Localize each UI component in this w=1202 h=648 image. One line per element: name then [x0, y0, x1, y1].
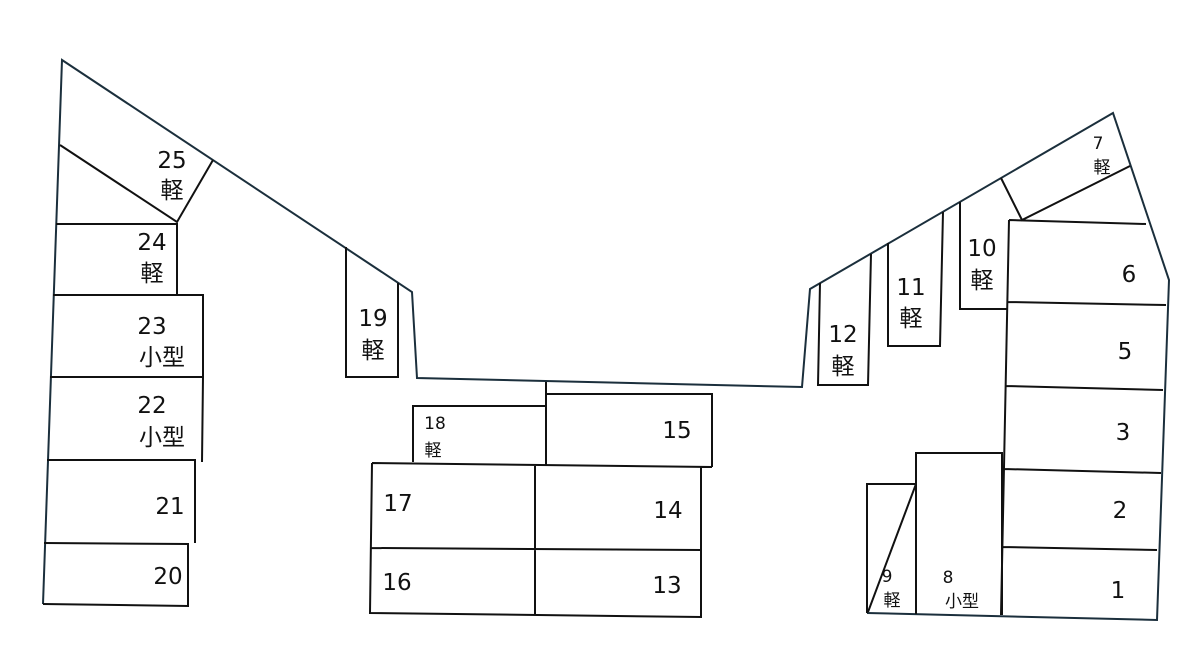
- left-stalls: [42, 144, 399, 608]
- stall-24-lines: [56, 223, 178, 295]
- stall-15-lines: [545, 382, 713, 467]
- stall-22-number: 22: [137, 393, 166, 419]
- stall-25-lines: [59, 144, 214, 224]
- stall-6-number: 6: [1122, 262, 1137, 288]
- stall-15-number: 15: [662, 418, 691, 444]
- stall-25-type: 軽: [161, 178, 184, 204]
- stall-18-type: 軽: [425, 441, 442, 461]
- stall-7-lines: [1000, 165, 1131, 222]
- stall-block-1-6: [1000, 219, 1167, 616]
- stall-10-lines: [959, 202, 1007, 310]
- stall-5-number: 5: [1118, 339, 1133, 365]
- stall-12-lines: [816, 253, 872, 386]
- stall-19-lines: [345, 247, 399, 378]
- stall-14-number: 14: [653, 498, 682, 524]
- stall-18-number: 18: [424, 414, 446, 434]
- stall-2-number: 2: [1113, 498, 1128, 524]
- stall-9-lines: [866, 483, 917, 613]
- stall-13-number: 13: [652, 573, 681, 599]
- stall-17-number: 17: [383, 491, 412, 517]
- stall-20-lines: [42, 542, 189, 608]
- stall-12-type: 軽: [832, 354, 855, 380]
- stall-21-number: 21: [155, 494, 184, 520]
- stall-23-number: 23: [137, 314, 166, 340]
- stall-16-number: 16: [382, 570, 411, 596]
- stall-22-lines: [50, 376, 205, 463]
- stall-7-number: 7: [1093, 134, 1104, 154]
- stall-9-number: 9: [882, 567, 893, 587]
- stall-24-type: 軽: [141, 261, 164, 287]
- stall-19-number: 19: [358, 306, 387, 332]
- stall-labels: 1 2 3 5 6 7 軽 8 小型 9 軽 10 軽 11 軽 12 軽 13…: [137, 134, 1136, 612]
- stall-12-number: 12: [828, 322, 857, 348]
- stall-20-number: 20: [153, 564, 182, 590]
- stall-10-type: 軽: [971, 268, 994, 294]
- stall-18-lines: [412, 405, 546, 462]
- stall-25-number: 25: [157, 148, 186, 174]
- stall-19-type: 軽: [362, 338, 385, 364]
- stall-11-lines: [887, 211, 944, 347]
- stall-23-lines: [53, 294, 204, 377]
- stall-11-type: 軽: [900, 306, 923, 332]
- stall-24-number: 24: [137, 230, 166, 256]
- stall-3-number: 3: [1116, 420, 1131, 446]
- stall-9-type: 軽: [884, 591, 901, 611]
- stall-22-type: 小型: [139, 425, 185, 451]
- stall-8-number: 8: [943, 568, 954, 588]
- middle-stalls: [368, 382, 713, 619]
- stall-7-type: 軽: [1094, 158, 1111, 178]
- stall-block-13-17: [368, 462, 713, 619]
- stall-23-type: 小型: [139, 345, 185, 371]
- stall-11-number: 11: [896, 275, 925, 301]
- stall-1-number: 1: [1111, 578, 1126, 604]
- right-stalls: [816, 165, 1167, 616]
- stall-21-lines: [47, 459, 196, 543]
- lot-boundary: [42, 58, 1171, 622]
- stall-10-number: 10: [967, 236, 996, 262]
- stall-8-lines: [915, 452, 1003, 615]
- stall-8-type: 小型: [945, 592, 979, 612]
